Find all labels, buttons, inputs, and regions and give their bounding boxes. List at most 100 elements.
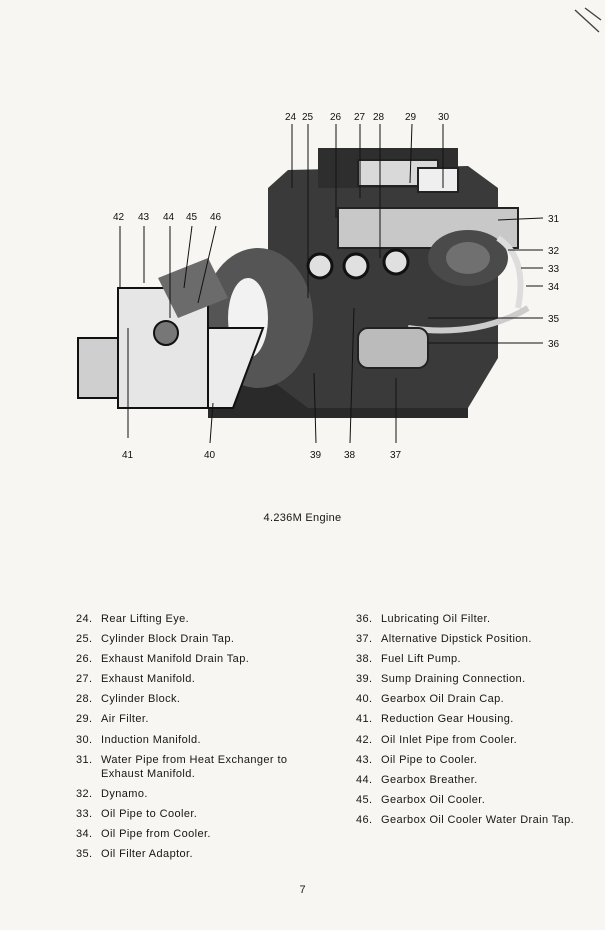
legend-number: 27. — [76, 673, 93, 686]
legend-text: Cylinder Block. — [101, 693, 181, 706]
legend-number: 32. — [76, 787, 93, 800]
legend-item: 42. Oil Inlet Pipe from Cooler. — [356, 733, 586, 747]
legend-text: Water Pipe from Heat Exchanger to Exhaus… — [101, 753, 288, 780]
legend-number: 42. — [356, 733, 373, 746]
corner-pen-mark — [574, 7, 602, 33]
legend-number: 31. — [76, 753, 93, 766]
legend-number: 35. — [76, 848, 93, 861]
callout-33: 33 — [548, 264, 560, 275]
legend-number: 45. — [356, 793, 373, 806]
legend-number: 26. — [76, 653, 93, 666]
callout-46: 46 — [210, 212, 222, 223]
legend-number: 38. — [356, 653, 373, 666]
callout-27: 27 — [354, 112, 366, 123]
legend-number: 41. — [356, 713, 373, 726]
legend-number: 44. — [356, 773, 373, 786]
legend-text: Gearbox Oil Cooler. — [381, 793, 486, 806]
legend-text: Oil Pipe to Cooler. — [101, 807, 198, 820]
legend-item: 28. Cylinder Block. — [76, 692, 316, 706]
legend-item: 40. Gearbox Oil Drain Cap. — [356, 692, 586, 706]
legend-number: 34. — [76, 827, 93, 840]
legend-item: 34. Oil Pipe from Cooler. — [76, 827, 316, 841]
callout-38: 38 — [344, 450, 356, 461]
legend-item: 45. Gearbox Oil Cooler. — [356, 793, 586, 807]
legend-item: 31. Water Pipe from Heat Exchanger to Exh… — [76, 753, 316, 781]
callout-44: 44 — [163, 212, 175, 223]
legend-text: Sump Draining Connection. — [381, 673, 526, 686]
page-number: 7 — [299, 884, 306, 896]
legend-text: Exhaust Manifold. — [101, 673, 196, 686]
legend-item: 26. Exhaust Manifold Drain Tap. — [76, 652, 316, 666]
legend-text: Fuel Lift Pump. — [381, 653, 461, 666]
legend-number: 28. — [76, 693, 93, 706]
callout-43: 43 — [138, 212, 150, 223]
legend-item: 33. Oil Pipe to Cooler. — [76, 807, 316, 821]
callout-41: 41 — [122, 450, 134, 461]
legend-number: 37. — [356, 633, 373, 646]
legend-text: Alternative Dipstick Position. — [381, 633, 532, 646]
callout-34: 34 — [548, 282, 560, 293]
engine-illustration: 24 25 26 27 28 29 30 31 32 33 34 35 36 3… — [77, 112, 560, 461]
callout-39: 39 — [310, 450, 322, 461]
callout-26: 26 — [330, 112, 342, 123]
legend-item: 30. Induction Manifold. — [76, 733, 316, 747]
legend-item: 37. Alternative Dipstick Position. — [356, 632, 586, 646]
legend-number: 39. — [356, 673, 373, 686]
legend-number: 30. — [76, 733, 93, 746]
callout-lines — [119, 123, 544, 444]
legend-number: 29. — [76, 713, 93, 726]
callout-labels: 24 25 26 27 28 29 30 31 32 33 34 35 36 3… — [113, 112, 560, 461]
legend-number: 25. — [76, 633, 93, 646]
engine-figure: 24 25 26 27 28 29 30 31 32 33 34 35 36 3… — [58, 108, 578, 478]
legend-text: Gearbox Oil Drain Cap. — [381, 693, 505, 706]
figure-caption: 4.236M Engine — [263, 512, 342, 524]
callout-30: 30 — [438, 112, 450, 123]
legend-item: 36. Lubricating Oil Filter. — [356, 612, 586, 626]
legend-item: 38. Fuel Lift Pump. — [356, 652, 586, 666]
legend-text: Air Filter. — [101, 713, 149, 726]
legend-number: 40. — [356, 693, 373, 706]
legend-item: 27. Exhaust Manifold. — [76, 672, 316, 686]
legend-text: Dynamo. — [101, 787, 148, 800]
legend-item: 35. Oil Filter Adaptor. — [76, 847, 316, 861]
legend-text: Gearbox Breather. — [381, 773, 478, 786]
callout-42: 42 — [113, 212, 125, 223]
legend-text: Oil Pipe from Cooler. — [101, 827, 211, 840]
callout-24: 24 — [285, 112, 297, 123]
legend-item: 32. Dynamo. — [76, 787, 316, 801]
legend-text: Cylinder Block Drain Tap. — [101, 633, 235, 646]
legend-text: Induction Manifold. — [101, 733, 201, 746]
legend-item: 41. Reduction Gear Housing. — [356, 712, 586, 726]
legend-right-column: 36. Lubricating Oil Filter. 37. Alternativ… — [356, 612, 586, 833]
legend-number: 33. — [76, 807, 93, 820]
callout-40: 40 — [204, 450, 216, 461]
legend-number: 46. — [356, 813, 373, 826]
legend-number: 43. — [356, 753, 373, 766]
legend-number: 36. — [356, 613, 373, 625]
legend-text: Lubricating Oil Filter. — [381, 613, 491, 625]
callout-45: 45 — [186, 212, 198, 223]
callout-36: 36 — [548, 339, 560, 350]
legend-item: 44. Gearbox Breather. — [356, 773, 586, 787]
legend-text: Exhaust Manifold Drain Tap. — [101, 653, 250, 666]
legend-text: Rear Lifting Eye. — [101, 613, 190, 625]
legend-item: 25. Cylinder Block Drain Tap. — [76, 632, 316, 646]
callout-31: 31 — [548, 214, 560, 225]
legend-item: 29. Air Filter. — [76, 712, 316, 726]
callout-25: 25 — [302, 112, 314, 123]
legend-text: Oil Filter Adaptor. — [101, 848, 193, 861]
legend-left-column: 24. Rear Lifting Eye. 25. Cylinder Block D… — [76, 612, 316, 867]
callout-29: 29 — [405, 112, 417, 123]
legend-item: 46.Gearbox Oil Cooler Water Drain Tap. — [356, 813, 586, 827]
legend-item: 24. Rear Lifting Eye. — [76, 612, 316, 626]
legend-text: Reduction Gear Housing. — [381, 713, 514, 726]
legend-item: 39. Sump Draining Connection. — [356, 672, 586, 686]
callout-35: 35 — [548, 314, 560, 325]
callout-37: 37 — [390, 450, 402, 461]
legend-number: 24. — [76, 613, 93, 625]
legend-item: 43. Oil Pipe to Cooler. — [356, 753, 586, 767]
callout-32: 32 — [548, 246, 560, 257]
legend-text: Oil Pipe to Cooler. — [381, 753, 478, 766]
legend-text: Oil Inlet Pipe from Cooler. — [381, 733, 518, 746]
